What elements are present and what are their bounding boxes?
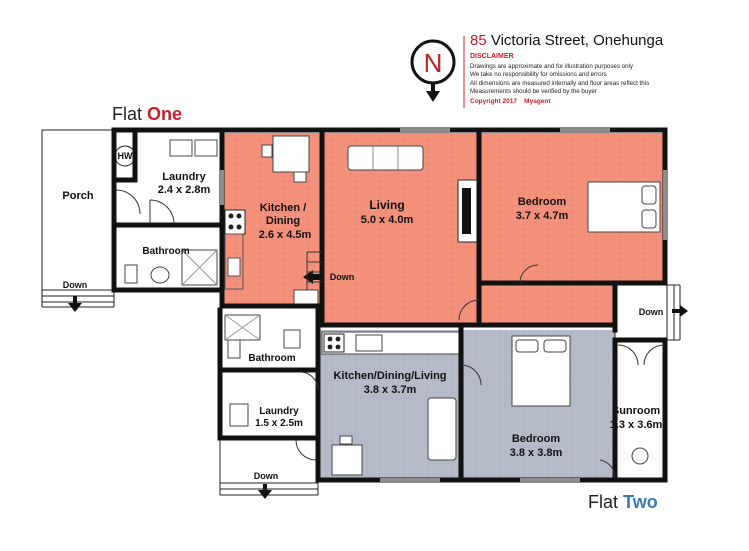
address-street: Victoria Street, Onehunga bbox=[490, 32, 664, 49]
bedroom2-dims: 3.8 x 3.8m bbox=[510, 447, 563, 459]
compass bbox=[410, 39, 456, 102]
disclaimer-block: Drawings are approximate and for illustr… bbox=[470, 63, 649, 96]
copyright: Copyright 2017 Myagent bbox=[470, 98, 551, 105]
kitchen1-label-line1: Kitchen / bbox=[260, 202, 306, 214]
address: 85 Victoria Street, Onehunga bbox=[470, 32, 663, 49]
laundry1-tub bbox=[169, 139, 193, 157]
porch-label: Porch bbox=[62, 190, 93, 202]
kitchen2-table bbox=[331, 444, 363, 476]
compass-letter: N bbox=[424, 48, 443, 78]
porch-down-label: Down bbox=[63, 280, 88, 290]
kitchen1-dims: 2.6 x 4.5m bbox=[259, 229, 312, 241]
kitchen1-stove bbox=[224, 209, 246, 235]
laundry1-label: Laundry bbox=[162, 171, 206, 183]
bedroom1-dims: 3.7 x 4.7m bbox=[516, 210, 569, 222]
kitchen1-label-line2: Dining bbox=[266, 215, 300, 227]
living-down-label: Down bbox=[330, 272, 355, 282]
bedroom1-label: Bedroom bbox=[518, 196, 567, 208]
laundry2-label: Laundry bbox=[259, 406, 299, 417]
porch bbox=[41, 129, 115, 308]
kitchen2-label: Kitchen/Dining/Living bbox=[333, 370, 446, 382]
bottom-stairs bbox=[219, 437, 319, 496]
disclaimer-line: Measurements should be verified by the b… bbox=[470, 87, 597, 95]
flat-two-title: Flat Two bbox=[588, 492, 658, 513]
walls bbox=[111, 127, 668, 483]
bedroom2-label: Bedroom bbox=[512, 433, 561, 445]
disclaimer-line: Drawings are approximate and for illustr… bbox=[470, 63, 634, 70]
doors bbox=[115, 189, 665, 479]
disclaimer-line: We take no responsibility for omissions … bbox=[470, 71, 607, 79]
flat-two-name: Two bbox=[623, 492, 658, 512]
living-label: Living bbox=[369, 198, 404, 212]
flat-two-prefix: Flat bbox=[588, 492, 619, 512]
address-number: 85 bbox=[470, 32, 487, 49]
flat-one-prefix: Flat bbox=[112, 104, 143, 124]
kitchen2-sofa bbox=[427, 397, 457, 461]
sunroom-dims: 1.3 x 3.6m bbox=[610, 419, 663, 431]
laundry2-dims: 1.5 x 2.5m bbox=[255, 418, 303, 429]
hall-floor bbox=[479, 283, 615, 325]
bathroom2-label: Bathroom bbox=[248, 353, 295, 364]
stair-arrows bbox=[68, 270, 688, 499]
right-down-label: Down bbox=[639, 307, 664, 317]
laundry2-tub bbox=[229, 403, 249, 427]
bathroom1-label: Bathroom bbox=[142, 246, 189, 257]
disclaimer-title: DISCLAIMER bbox=[470, 53, 514, 60]
sunroom-table bbox=[631, 447, 649, 465]
kitchen2-dims: 3.8 x 3.7m bbox=[364, 384, 417, 396]
flat-one-name: One bbox=[147, 104, 183, 124]
living-dims: 5.0 x 4.0m bbox=[361, 214, 414, 226]
sunroom-label: Sunroom bbox=[612, 405, 660, 417]
flat-one-title: Flat One bbox=[112, 104, 182, 125]
disclaimer-line: All dimensions are measured internally a… bbox=[470, 79, 650, 87]
bottom-down-label: Down bbox=[254, 471, 279, 481]
hw-label: HW bbox=[118, 151, 133, 161]
laundry1-dims: 2.4 x 2.8m bbox=[158, 184, 211, 196]
kitchen1-table bbox=[272, 135, 310, 173]
living-sofa bbox=[347, 145, 424, 171]
